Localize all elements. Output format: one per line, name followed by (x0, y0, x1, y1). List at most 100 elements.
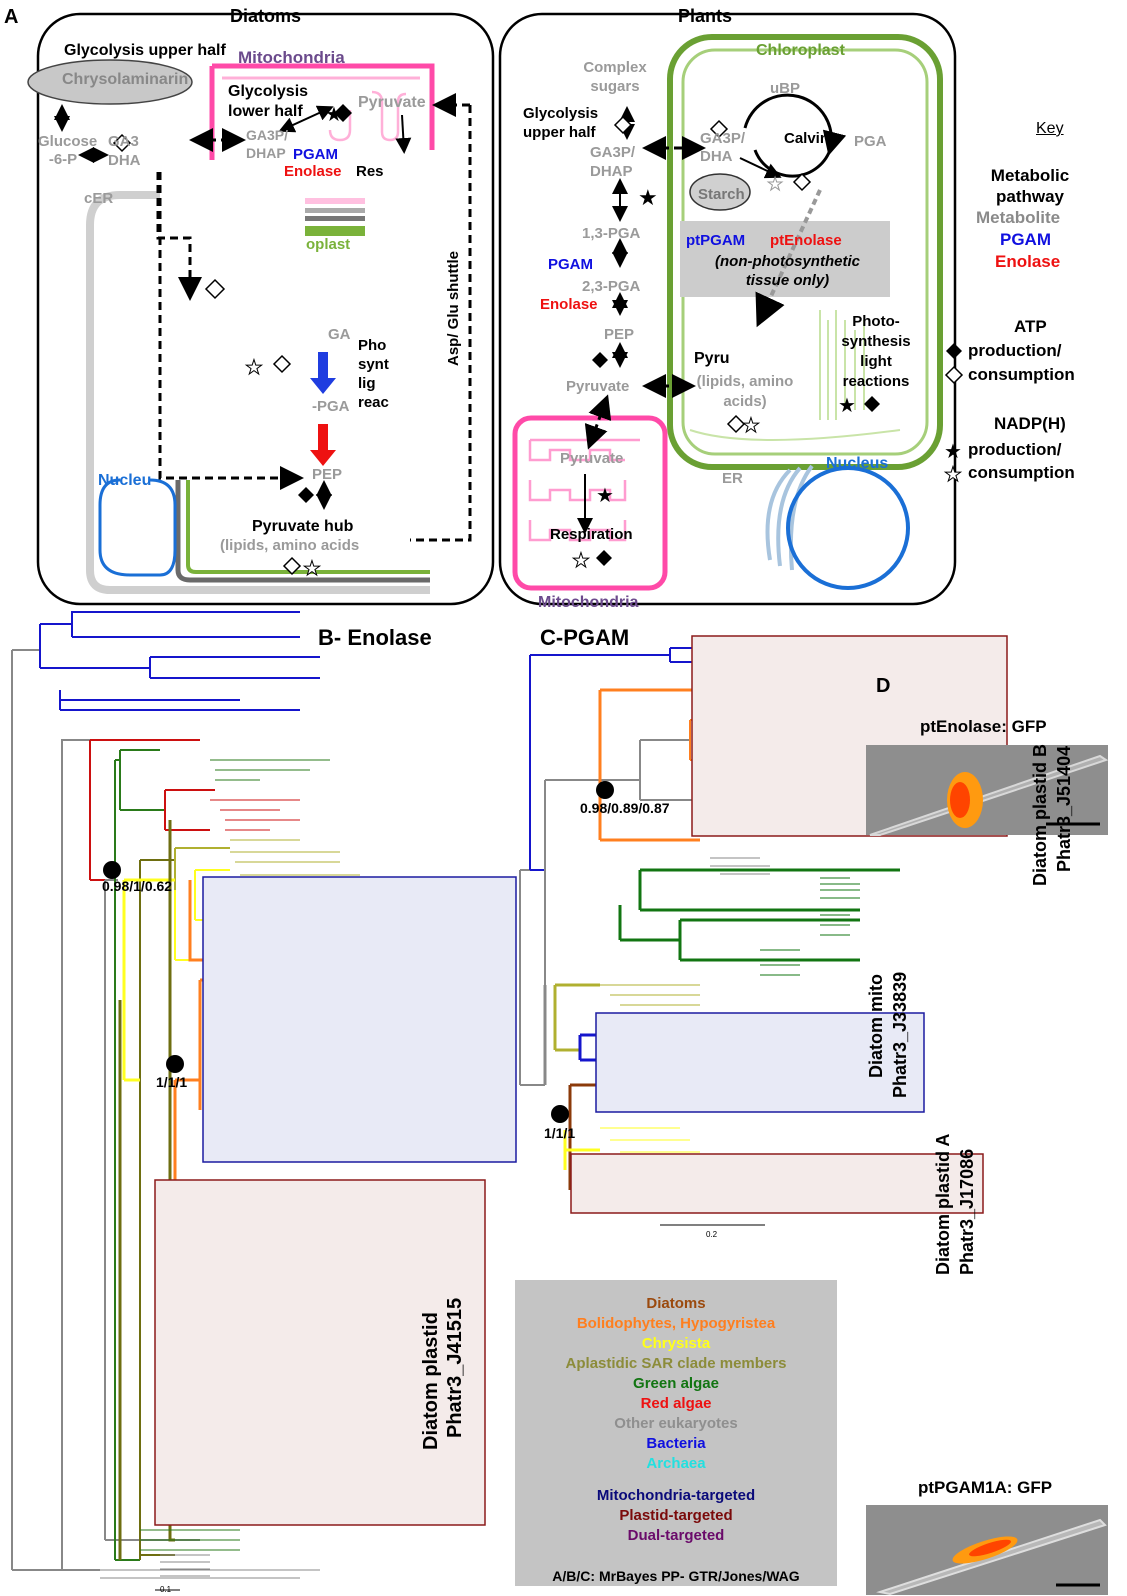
rubp-label: uBP (770, 80, 800, 97)
mitochondria-plant-label: Mitochondria (538, 594, 639, 611)
enolase-plant-label: Enolase (540, 296, 598, 313)
panel-d-letter: D (876, 675, 891, 697)
chloroplast-label: Chloroplast (756, 42, 845, 59)
svg-text:★: ★ (638, 186, 658, 211)
enolase-diatom-label: Enolase (284, 163, 342, 180)
pyruvate-mito-plant-label: Pyruvate (560, 450, 624, 467)
enolase-plastid-label-1: Diatom plastid (420, 1312, 442, 1450)
pyruvate-hub-label: Pyruvate hub (252, 518, 354, 535)
ga3p-dhap-plant-label: GA3P/ DHAP (590, 144, 636, 180)
key-pgam: PGAM (1000, 230, 1051, 249)
ga3p-chloro-label: GA3P/ DHA (700, 130, 746, 165)
key-atp: ATP (1014, 317, 1047, 336)
er-label: ER (722, 470, 743, 487)
legend-item-3: Aplastidic SAR clade members (565, 1355, 787, 1372)
pgam-node1: 0.98/0.89/0.87 (580, 800, 670, 816)
glycolysis-lower-label: Glycolysis lower half (228, 83, 309, 120)
key-enolase: Enolase (995, 252, 1061, 271)
pga23-label: 2,3-PGA (582, 278, 641, 295)
micrograph-ptenolase (866, 745, 1108, 835)
legend-item-2: Chrysista (641, 1335, 711, 1352)
key-title: Key (1036, 120, 1064, 137)
key-metabolic: Metabolic pathway (990, 166, 1070, 206)
ptpgam-label: ptPGAM (686, 232, 746, 249)
svg-text:★: ★ (572, 548, 590, 572)
svg-text:★: ★ (944, 439, 962, 463)
legend-item-5: Red algae (640, 1395, 712, 1412)
ga-label: GA (328, 326, 351, 343)
pep-plant-label: PEP (604, 326, 635, 343)
photo-diatom-label: Pho synt lig reac (358, 337, 389, 411)
svg-text:★: ★ (742, 413, 760, 437)
svg-text:★: ★ (944, 462, 962, 486)
cer-label: cER (84, 190, 114, 207)
legend-item-6: Other eukaryotes (614, 1415, 738, 1432)
nonphoto-label: (non-photosynthetic tissue only) (715, 253, 860, 289)
respiration-plant-label: Respiration (550, 526, 633, 543)
legend-method: A/B/C: MrBayes PP- GTR/Jones/WAG (552, 1568, 800, 1584)
legend-item-0: Diatoms (646, 1295, 706, 1312)
pgam-box-mito-2: Phatr3_J33839 (890, 971, 910, 1098)
pgam-scale: 0.2 (706, 1230, 718, 1239)
pgam-mito-box (595, 1012, 925, 1113)
pgam-box-a-1: Diatom plastid A (933, 1133, 953, 1275)
key-nadph-prod: production/ (968, 440, 1062, 459)
enolase-title: B- Enolase (318, 625, 432, 650)
nucleus-plant-label: Nucleus (826, 455, 889, 472)
ptpgam1a-gfp-title: ptPGAM1A: GFP (918, 1478, 1053, 1497)
pyru-chloro-label: Pyru (694, 350, 730, 367)
pgam-box-a-2: Phatr3_J17086 (957, 1148, 977, 1275)
key-nadph-cons: consumption (968, 463, 1075, 482)
mitochondria-label-diatom: Mitochondria (238, 48, 345, 67)
ga3p-dhap-mito-label: GA3P/ DHAP (246, 127, 289, 161)
enolase-plastid-box (154, 1179, 486, 1526)
pgam-title: C-PGAM (540, 625, 630, 650)
svg-text:★: ★ (767, 174, 783, 195)
diatoms-title: Diatoms (230, 6, 302, 26)
enolase-plastid-label-2: Phatr3_J41515 (444, 1297, 466, 1438)
chrysolaminarin-label: Chrysolaminarin (62, 71, 189, 88)
pgam-box-b-1: Diatom plastid B (1030, 743, 1050, 886)
glycolysis-upper-plant-label: Glycolysis upper half (523, 105, 599, 141)
svg-text:★: ★ (838, 393, 856, 417)
pep-diatom-label: PEP (312, 466, 343, 483)
pgam-plant-label: PGAM (548, 256, 593, 273)
respiration-diatom-label: Res (356, 163, 384, 180)
svg-text:★: ★ (303, 556, 321, 580)
legend-target-2: Dual-targeted (627, 1527, 725, 1544)
plants-title: Plants (678, 6, 733, 26)
panel-a-letter: A (4, 6, 19, 28)
pgam-diatom-label: PGAM (293, 146, 338, 163)
hub-sub-label: (lipids, amino acids (220, 537, 360, 554)
enolase-scale: 0.1 (160, 1585, 172, 1594)
pga-diatom-label: -PGA (312, 398, 350, 415)
svg-text:★: ★ (245, 355, 263, 379)
legend-item-1: Bolidophytes, Hypogyristea (576, 1315, 776, 1332)
key-nadph: NADP(H) (994, 414, 1066, 433)
ptenolase-label: ptEnolase (770, 232, 842, 249)
glycolysis-upper-label: Glycolysis upper half (64, 42, 226, 59)
key-metabolite: Metabolite (976, 208, 1061, 227)
key-atp-prod: production/ (968, 341, 1062, 360)
complex-sugars-label: Complex sugars (583, 59, 647, 95)
legend-item-4: Green algae (633, 1375, 719, 1392)
pgam-node2: 1/1/1 (544, 1125, 576, 1141)
calvin-label: Calvin (784, 130, 830, 147)
pga13-label: 1,3-PGA (582, 225, 641, 242)
lipids-plant-label: (lipids, amino acids) (696, 373, 794, 410)
legend-target-0: Mitochondria-targeted (596, 1487, 756, 1504)
ptenolase-gfp-title: ptEnolase: GFP (920, 717, 1047, 736)
enolase-node2: 1/1/1 (156, 1074, 188, 1090)
starch-label: Starch (698, 186, 745, 203)
legend-item-7: Bacteria (646, 1435, 706, 1452)
pgam-plastid-a-box (570, 1153, 984, 1214)
nucleus-diatom-label: Nucleu (98, 472, 152, 489)
pga3-label: PGA (854, 133, 887, 150)
pgam-box-b-2: Phatr3_J51404 (1054, 745, 1074, 872)
key-atp-cons: consumption (968, 365, 1075, 384)
asp-glu-shuttle-label: Asp/ Glu shuttle (445, 250, 463, 367)
